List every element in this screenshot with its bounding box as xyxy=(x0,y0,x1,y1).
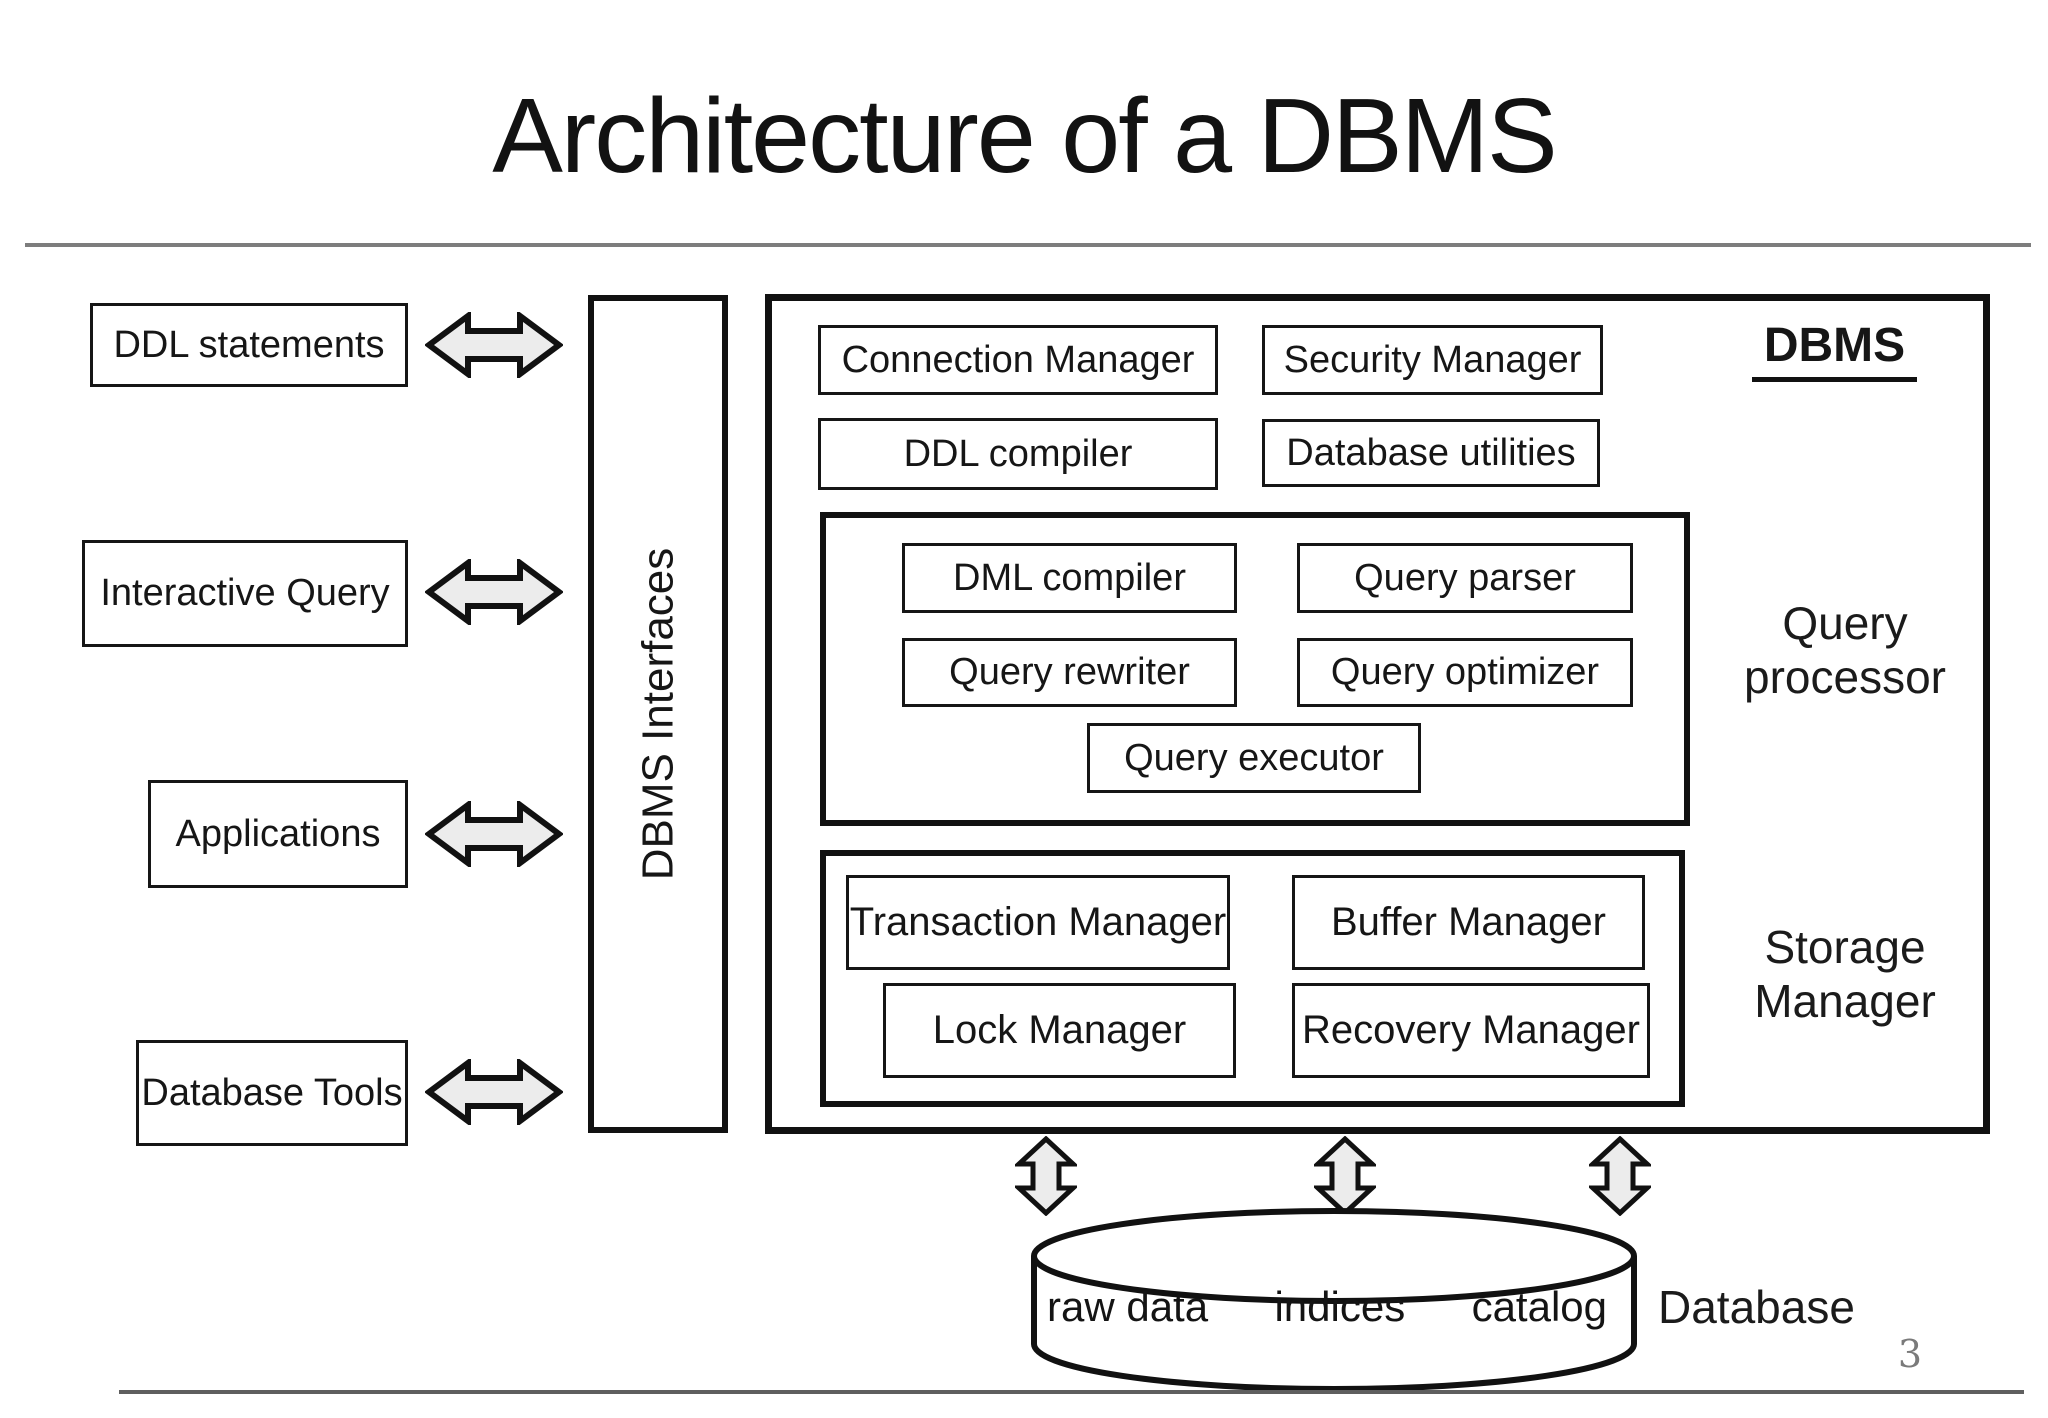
node-ddl-statements: DDL statements xyxy=(90,303,408,387)
node-label: DDL compiler xyxy=(903,432,1133,475)
node-database-utilities: Database utilities xyxy=(1262,419,1600,487)
node-label: Database utilities xyxy=(1286,431,1576,474)
left-right-arrow-icon xyxy=(425,559,563,625)
node-database-tools: Database Tools xyxy=(136,1040,408,1146)
left-right-arrow-icon xyxy=(425,1059,563,1125)
node-label: Buffer Manager xyxy=(1331,900,1606,944)
node-query-parser: Query parser xyxy=(1297,543,1633,613)
node-ddl-compiler: DDL compiler xyxy=(818,418,1218,490)
cylinder-item-catalog: catalog xyxy=(1471,1283,1607,1330)
node-recovery-manager: Recovery Manager xyxy=(1292,983,1650,1078)
title-divider xyxy=(25,243,2031,247)
node-label: Recovery Manager xyxy=(1302,1008,1640,1052)
database-cylinder xyxy=(1031,1208,1637,1392)
node-query-optimizer: Query optimizer xyxy=(1297,638,1633,707)
node-query-executor: Query executor xyxy=(1087,723,1421,793)
dbms-interfaces-box: DBMS Interfaces xyxy=(588,295,728,1133)
node-security-manager: Security Manager xyxy=(1262,325,1603,395)
node-label: Transaction Manager xyxy=(849,900,1227,944)
node-connection-manager: Connection Manager xyxy=(818,325,1218,395)
node-label: Interactive Query xyxy=(100,572,390,614)
node-query-rewriter: Query rewriter xyxy=(902,638,1237,707)
query-processor-label: Query processor xyxy=(1744,597,1946,704)
node-label: Security Manager xyxy=(1283,338,1582,381)
node-label: Query optimizer xyxy=(1330,651,1600,693)
database-contents: raw data indices catalog xyxy=(1047,1283,1607,1331)
storage-manager-label: Storage Manager xyxy=(1754,921,1936,1028)
page-number: 3 xyxy=(1897,1332,1923,1376)
node-label: Database Tools xyxy=(141,1071,403,1114)
node-label: DDL statements xyxy=(113,323,385,366)
node-lock-manager: Lock Manager xyxy=(883,983,1236,1078)
node-label: Query parser xyxy=(1354,556,1576,599)
cylinder-item-raw-data: raw data xyxy=(1047,1283,1209,1330)
node-label: Connection Manager xyxy=(841,338,1195,381)
dbms-title: DBMS xyxy=(1752,318,1917,382)
node-applications: Applications xyxy=(148,780,408,888)
up-down-arrow-icon xyxy=(1015,1136,1077,1216)
up-down-arrow-icon xyxy=(1589,1136,1651,1216)
node-label: Query executor xyxy=(1124,736,1384,779)
left-right-arrow-icon xyxy=(425,312,563,378)
node-transaction-manager: Transaction Manager xyxy=(846,875,1230,970)
dbms-interfaces-label: DBMS Interfaces xyxy=(633,547,682,881)
cylinder-item-indices: indices xyxy=(1274,1283,1406,1330)
database-label: Database xyxy=(1658,1281,1855,1333)
node-interactive-query: Interactive Query xyxy=(82,540,408,647)
node-label: DML compiler xyxy=(953,556,1186,599)
footer-divider xyxy=(119,1390,2024,1394)
node-label: Query rewriter xyxy=(949,651,1190,693)
left-right-arrow-icon xyxy=(425,801,563,867)
node-label: Lock Manager xyxy=(932,1008,1187,1052)
node-label: Applications xyxy=(175,812,381,855)
slide-title: Architecture of a DBMS xyxy=(492,77,1558,195)
node-buffer-manager: Buffer Manager xyxy=(1292,875,1645,970)
node-dml-compiler: DML compiler xyxy=(902,543,1237,613)
